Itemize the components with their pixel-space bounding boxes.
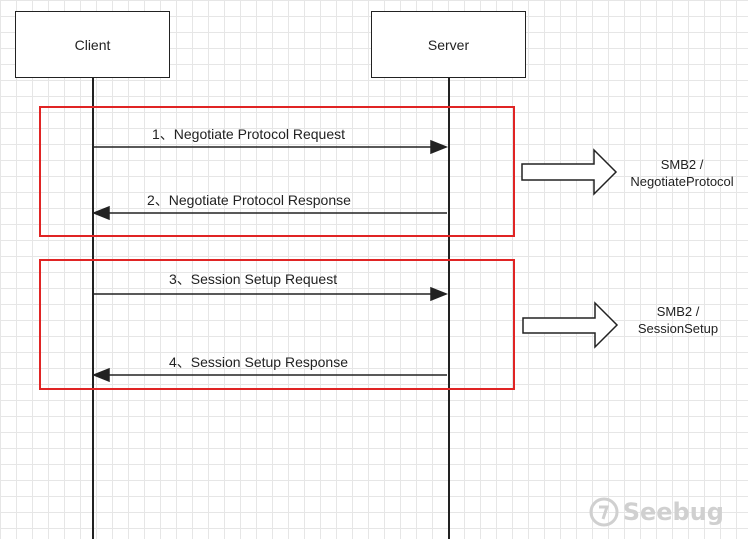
session-note-line1: SMB2 /: [656, 304, 700, 319]
negotiate-note: SMB2 / NegotiateProtocol: [620, 156, 744, 190]
message-label-4: 4、Session Setup Response: [169, 354, 348, 370]
server-label: Server: [427, 36, 470, 53]
negotiate-note-line2: NegotiateProtocol: [630, 174, 734, 189]
client-participant-box: Client: [15, 11, 170, 78]
message-label-2: 2、Negotiate Protocol Response: [147, 192, 351, 208]
message-arrowhead-2: [91, 205, 110, 221]
message-arrowhead-3: [430, 286, 449, 302]
block-arrow-negotiate: [521, 148, 618, 196]
seebug-watermark: Seebug: [589, 497, 724, 527]
watermark-text: Seebug: [622, 498, 724, 526]
message-arrowhead-4: [91, 367, 110, 383]
client-label: Client: [74, 36, 111, 53]
negotiate-group-frame: [39, 106, 515, 237]
negotiate-note-line1: SMB2 /: [660, 157, 704, 172]
session-note: SMB2 / SessionSetup: [618, 303, 738, 337]
server-lifeline: [448, 78, 450, 539]
client-lifeline: [92, 78, 94, 539]
server-participant-box: Server: [371, 11, 526, 78]
block-arrow-session: [522, 301, 619, 349]
message-arrowhead-1: [430, 139, 449, 155]
session-note-line2: SessionSetup: [637, 321, 719, 336]
message-label-3: 3、Session Setup Request: [169, 271, 338, 287]
seebug-logo-icon: [589, 497, 619, 527]
message-label-1: 1、Negotiate Protocol Request: [152, 126, 345, 142]
session-setup-group-frame: [39, 259, 515, 390]
